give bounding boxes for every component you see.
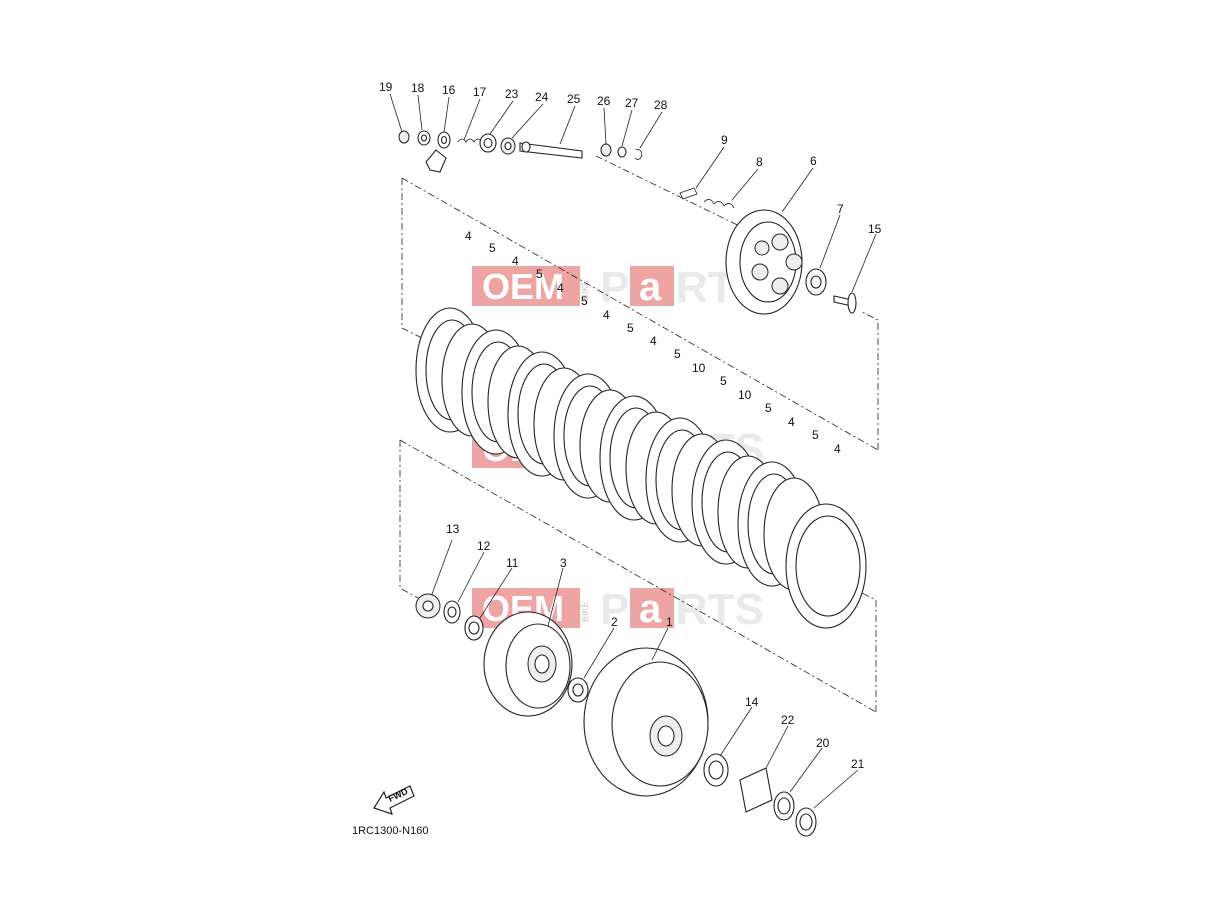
callout-label: 4: [557, 281, 564, 295]
callout-label: 11: [506, 556, 519, 570]
push-rod-assembly: [398, 130, 643, 173]
svg-text:P: P: [600, 585, 629, 634]
callout-label: 20: [816, 736, 830, 750]
callout-label: 6: [810, 154, 817, 168]
watermark-bottom: OEM BIKE P a RTS: [472, 585, 764, 634]
clutch-boss-assembly: [415, 593, 589, 717]
callout-label: 4: [788, 415, 795, 429]
callout-label: 15: [868, 222, 882, 236]
callout-label: 16: [442, 83, 456, 97]
callout-label: 13: [446, 522, 460, 536]
callout-label: 4: [650, 334, 657, 348]
callout-label: 5: [765, 401, 772, 415]
leader-lines: [389, 93, 877, 809]
pressure-plate-assembly: [679, 187, 857, 315]
svg-text:BIKE: BIKE: [580, 279, 590, 300]
callout-label: 5: [812, 428, 819, 442]
callout-label: 4: [603, 308, 610, 322]
callout-label: 10: [738, 388, 752, 402]
callout-label: 22: [781, 713, 795, 727]
callout-label: 28: [654, 98, 668, 112]
watermark-top: OEM BIKE P a RTS: [472, 263, 764, 312]
callout-label: 10: [692, 361, 706, 375]
callout-label: 1: [666, 615, 673, 629]
svg-text:P: P: [600, 263, 629, 312]
callout-label: 5: [536, 267, 543, 281]
callout-label: 23: [505, 87, 519, 101]
callout-label: 21: [851, 757, 865, 771]
clutch-housing-assembly: [583, 647, 817, 837]
svg-text:a: a: [639, 587, 662, 631]
fwd-arrow-icon: FWD: [373, 785, 415, 815]
callout-label: 5: [489, 241, 496, 255]
callout-label: 26: [597, 94, 611, 108]
callout-label: 24: [535, 90, 549, 104]
callout-label: 5: [581, 294, 588, 308]
callout-label: 14: [745, 695, 759, 709]
svg-text:OEM: OEM: [482, 266, 564, 307]
callout-label: 5: [674, 347, 681, 361]
callout-label: 19: [379, 80, 393, 94]
clutch-plates-stack: [415, 307, 867, 629]
callout-label: 9: [721, 133, 728, 147]
callout-label: 17: [473, 85, 487, 99]
callout-label: 2: [611, 615, 618, 629]
callout-label: 27: [625, 96, 639, 110]
callout-labels: 19 18 16 17 23 24 25 26 27 28 9 8 6 7 15…: [379, 80, 882, 771]
callout-label: 4: [465, 229, 472, 243]
callout-label: 7: [837, 202, 844, 216]
assembly-guides: [399, 155, 879, 713]
callout-label: 25: [567, 92, 581, 106]
svg-text:RTS: RTS: [676, 585, 764, 634]
callout-label: 5: [720, 374, 727, 388]
callout-label: 4: [512, 254, 519, 268]
callout-label: 3: [560, 556, 567, 570]
svg-text:a: a: [639, 265, 662, 309]
callout-label: 12: [477, 539, 491, 553]
diagram-code: 1RC1300-N160: [352, 825, 428, 837]
svg-text:BIKE: BIKE: [580, 601, 590, 622]
callout-label: 5: [627, 321, 634, 335]
callout-label: 8: [756, 155, 763, 169]
callout-label: 18: [411, 81, 425, 95]
callout-label: 4: [834, 442, 841, 456]
